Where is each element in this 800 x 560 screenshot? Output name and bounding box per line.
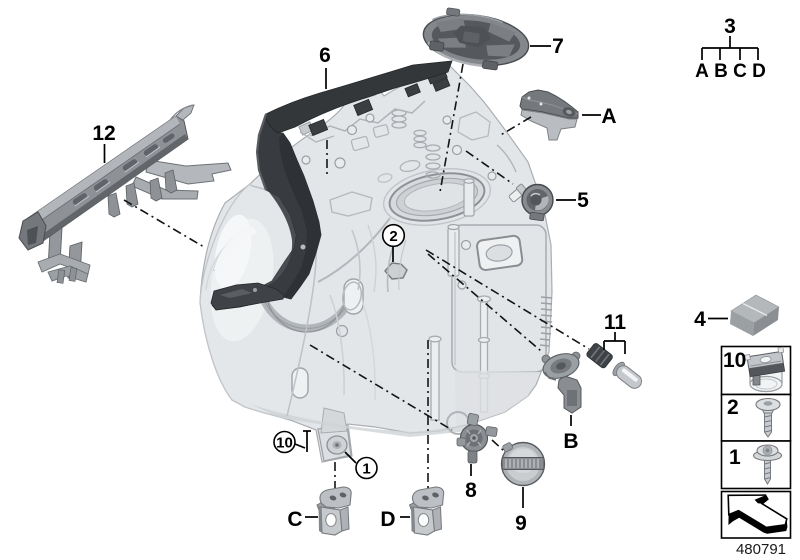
svg-text:9: 9	[515, 512, 527, 535]
svg-text:12: 12	[92, 122, 115, 145]
svg-text:B: B	[563, 430, 578, 453]
svg-text:2: 2	[389, 228, 397, 245]
svg-text:1: 1	[362, 461, 370, 478]
svg-text:C: C	[287, 508, 302, 531]
svg-text:11: 11	[604, 311, 627, 334]
svg-text:3: 3	[724, 15, 736, 38]
svg-text:10: 10	[723, 349, 746, 372]
svg-text:A: A	[695, 61, 709, 82]
svg-text:4: 4	[694, 308, 706, 331]
svg-text:A: A	[601, 105, 616, 128]
svg-text:D: D	[380, 508, 395, 531]
svg-text:8: 8	[465, 479, 477, 502]
svg-text:2: 2	[727, 396, 739, 419]
svg-text:1: 1	[729, 446, 741, 469]
svg-text:7: 7	[552, 35, 564, 58]
svg-text:B: B	[714, 61, 728, 82]
svg-text:C: C	[733, 61, 747, 82]
svg-text:6: 6	[319, 44, 331, 67]
svg-text:D: D	[752, 61, 766, 82]
svg-text:480791: 480791	[736, 541, 786, 558]
svg-text:5: 5	[577, 189, 589, 212]
svg-text:10: 10	[276, 435, 293, 452]
